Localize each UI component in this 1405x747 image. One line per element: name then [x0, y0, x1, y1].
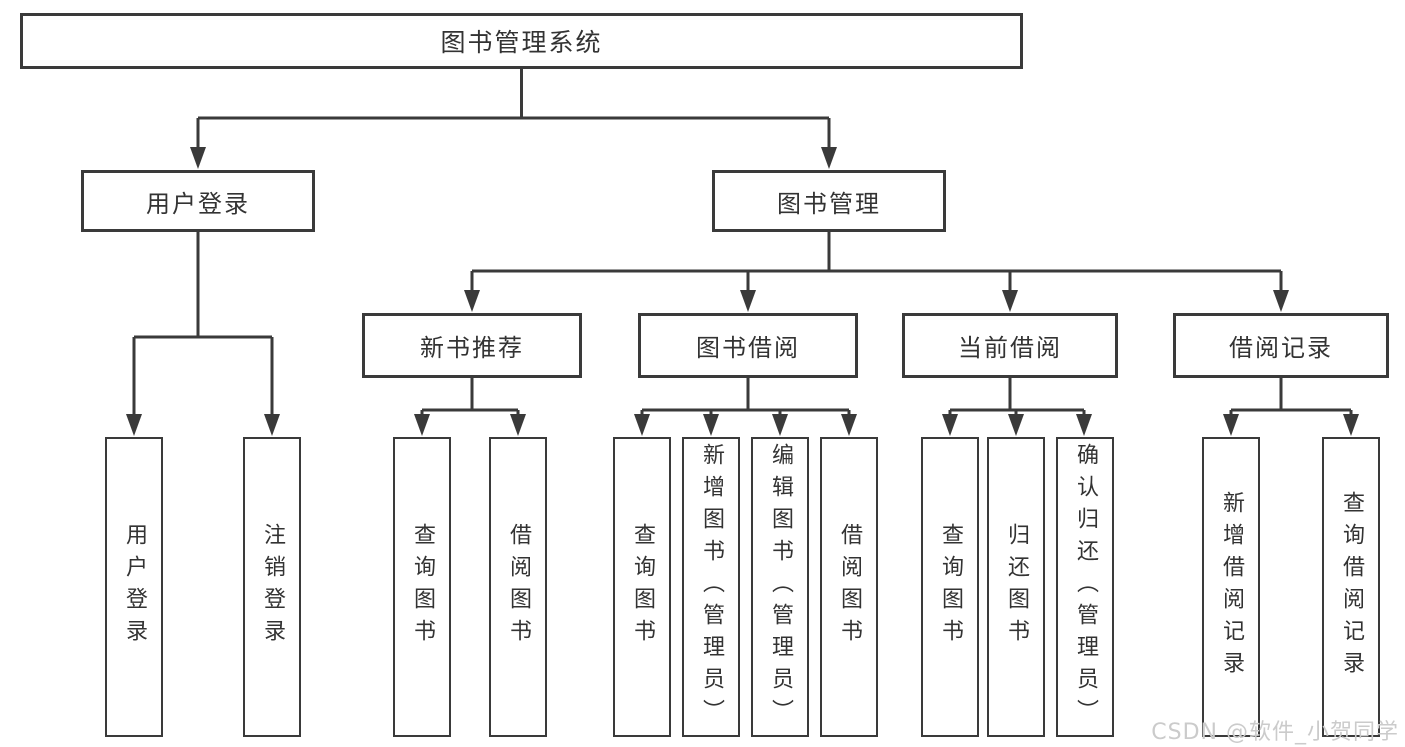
leaf-logout: 注销登录: [243, 437, 301, 737]
arrowhead: [1002, 290, 1018, 312]
arrowhead: [1076, 414, 1092, 436]
arrowhead: [740, 290, 756, 312]
arrowhead: [190, 147, 206, 169]
node-root: 图书管理系统: [20, 13, 1023, 69]
node-new-book-recommend: 新书推荐: [362, 313, 582, 378]
arrowhead: [1008, 414, 1024, 436]
leaf-user-login-label: 用户登录: [122, 523, 147, 651]
leaf-query-borrow-record-label: 查询借阅记录: [1339, 491, 1364, 683]
leaf-confirm-return-admin: 确认归还（管理员）: [1056, 437, 1114, 737]
node-user-login: 用户登录: [81, 170, 315, 232]
arrowhead: [264, 414, 280, 436]
arrowhead: [1343, 414, 1359, 436]
arrowhead: [772, 414, 788, 436]
leaf-add-book-admin: 新增图书（管理员）: [682, 437, 740, 737]
leaf-query-books-borrow: 查询图书: [613, 437, 671, 737]
leaf-borrow-books-recommend-label: 借阅图书: [506, 523, 531, 651]
leaf-query-books-recommend-label: 查询图书: [410, 523, 435, 651]
arrowhead: [841, 414, 857, 436]
node-book-management: 图书管理: [712, 170, 946, 232]
arrowhead: [414, 414, 430, 436]
leaf-add-borrow-record-label: 新增借阅记录: [1219, 491, 1244, 683]
arrowhead: [703, 414, 719, 436]
node-user-login-label: 用户登录: [146, 189, 250, 218]
node-current-borrow: 当前借阅: [902, 313, 1118, 378]
arrowhead: [464, 290, 480, 312]
leaf-query-books-current: 查询图书: [921, 437, 979, 737]
leaf-query-books-recommend: 查询图书: [393, 437, 451, 737]
leaf-query-books-current-label: 查询图书: [938, 523, 963, 651]
leaf-borrow-books-borrow-label: 借阅图书: [837, 523, 862, 651]
leaf-add-book-admin-label: 新增图书（管理员）: [699, 443, 724, 731]
node-new-book-recommend-label: 新书推荐: [420, 334, 524, 362]
node-borrow-records-label: 借阅记录: [1229, 334, 1333, 362]
node-book-management-label: 图书管理: [777, 189, 881, 218]
leaf-return-book: 归还图书: [987, 437, 1045, 737]
arrowheads: [126, 147, 1359, 436]
leaf-edit-book-admin: 编辑图书（管理员）: [751, 437, 809, 737]
node-current-borrow-label: 当前借阅: [958, 334, 1062, 362]
node-book-borrow-label: 图书借阅: [696, 334, 800, 362]
arrowhead: [510, 414, 526, 436]
leaf-logout-label: 注销登录: [260, 523, 285, 651]
leaf-query-borrow-record: 查询借阅记录: [1322, 437, 1380, 737]
node-root-label: 图书管理系统: [440, 28, 603, 57]
leaf-borrow-books-borrow: 借阅图书: [820, 437, 878, 737]
leaf-confirm-return-admin-label: 确认归还（管理员）: [1073, 443, 1098, 731]
leaf-edit-book-admin-label: 编辑图书（管理员）: [768, 443, 793, 731]
arrowhead: [126, 414, 142, 436]
arrowhead: [942, 414, 958, 436]
arrowhead: [1273, 290, 1289, 312]
arrowhead: [634, 414, 650, 436]
leaf-return-book-label: 归还图书: [1004, 523, 1029, 651]
leaf-query-books-borrow-label: 查询图书: [630, 523, 655, 651]
leaf-borrow-books-recommend: 借阅图书: [489, 437, 547, 737]
node-book-borrow: 图书借阅: [638, 313, 858, 378]
leaf-user-login: 用户登录: [105, 437, 163, 737]
leaf-add-borrow-record: 新增借阅记录: [1202, 437, 1260, 737]
arrowhead: [1223, 414, 1239, 436]
arrowhead: [821, 147, 837, 169]
csdn-watermark: CSDN @软件_小贺同学: [1151, 720, 1399, 745]
node-borrow-records: 借阅记录: [1173, 313, 1389, 378]
